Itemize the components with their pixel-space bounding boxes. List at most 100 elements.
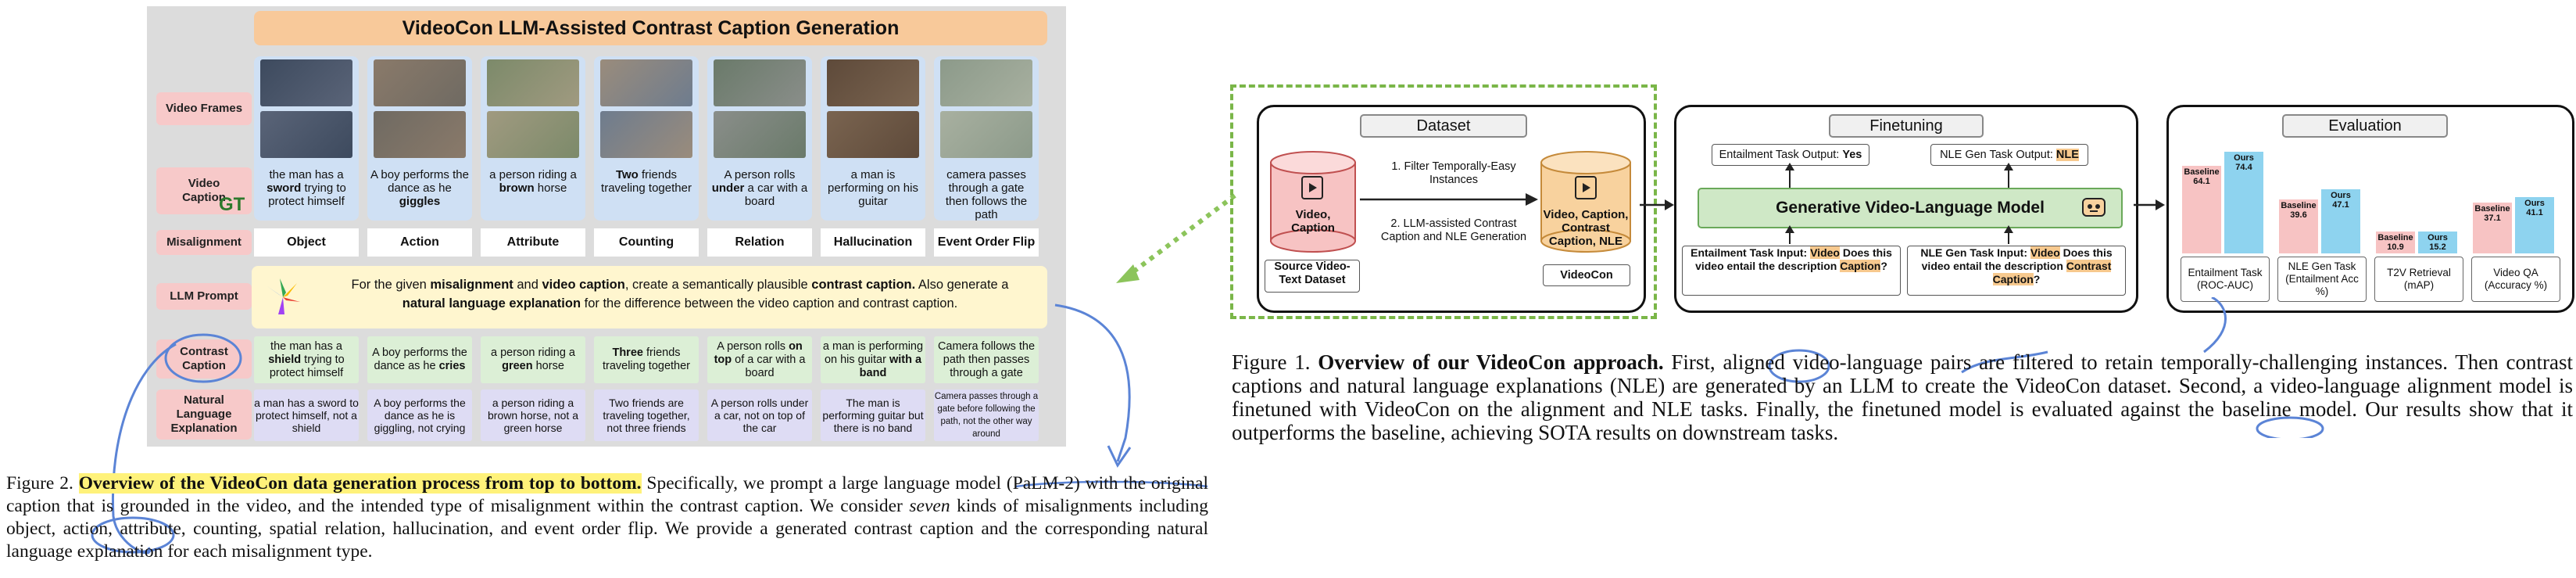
contrast-pre: A person rolls: [717, 339, 789, 353]
caption-column: the man has a sword trying to protect hi…: [254, 56, 359, 221]
caption-column: Two friends traveling together: [594, 56, 699, 221]
caption-column: A boy performs the dance as he giggles: [367, 56, 472, 221]
llm-b2: video caption: [542, 278, 625, 292]
cap1-body: First, aligned video-language pairs are …: [1232, 350, 2573, 444]
contrast-caption-cell: a person riding a green horse: [481, 336, 585, 383]
caption-pre: A boy performs the dance as he: [370, 168, 469, 195]
contrast-caption-cell: A person rolls on top of a car with a bo…: [707, 336, 812, 383]
contrast-post: horse: [532, 360, 564, 372]
in2-pre: NLE Gen Task Input:: [1920, 246, 2030, 259]
arrow-head-icon: [1107, 445, 1132, 468]
baseline-bar: [2279, 199, 2318, 253]
model-box: Generative Video-Language Model: [1698, 188, 2123, 228]
video-frame-thumbnail: [714, 59, 806, 106]
contrast-bold: Three: [612, 346, 643, 359]
video-frame-thumbnail: [374, 111, 466, 158]
arrow-to-finetuning: [1640, 199, 1674, 210]
baseline-value-label: Baseline 37.1: [2474, 204, 2510, 224]
caption-post: trying to protect himself: [268, 181, 346, 208]
caption-pre: camera passes through a gate then follow…: [945, 168, 1028, 221]
caption-pre: the man has a: [269, 168, 344, 181]
cap2-body2: kinds of misalignments including object,…: [6, 496, 1208, 562]
ours-bar: [2418, 232, 2457, 253]
in1-pre: Entailment Task Input:: [1690, 246, 1811, 259]
row-label-video-caption-1: Video: [188, 177, 220, 190]
misalignment-type: Counting: [594, 228, 699, 257]
video-caption-text: a person riding a brown horse: [484, 168, 582, 195]
row-label-nle: Natural Language Explanation: [156, 390, 252, 440]
nle-cell: The man is performing guitar but there i…: [821, 390, 925, 441]
video-caption-text: A person rolls under a car with a board: [710, 168, 809, 208]
ours-value-label: Ours 47.1: [2331, 190, 2351, 210]
video-caption-text: the man has a sword trying to protect hi…: [257, 168, 356, 208]
contrast-pre: the man has a: [270, 339, 342, 353]
cap2-italic: seven: [909, 496, 950, 516]
nle-output-label: NLE Gen Task Output:: [1940, 149, 2056, 161]
figure-2-title: VideoCon LLM-Assisted Contrast Caption G…: [254, 11, 1047, 45]
eval-task-label: NLE Gen Task (Entailment Acc %): [2277, 257, 2367, 302]
contrast-bold: shield: [268, 353, 302, 366]
output-arrows: [1785, 163, 2013, 188]
nle-input: NLE Gen Task Input: Video Does this vide…: [1907, 246, 2126, 296]
entailment-output: Entailment Task Output: Yes: [1712, 144, 1869, 166]
arrow-to-evaluation: [2134, 199, 2165, 210]
nle-cell: Two friends are traveling together, not …: [594, 390, 699, 441]
caption-bold: Two: [615, 168, 639, 181]
contrast-caption-text: a man is performing on his guitar with a…: [821, 340, 925, 380]
llm-b1: misalignment: [430, 278, 513, 292]
robot-icon: [2082, 198, 2106, 217]
contrast-caption-text: Three friends traveling together: [594, 346, 699, 373]
caption-bold: giggles: [399, 195, 441, 208]
video-frame-thumbnail: [940, 111, 1032, 158]
row-label-video-caption-2: Caption: [182, 191, 226, 204]
misalignment-type: Object: [254, 228, 359, 257]
in2-video: Video: [2030, 246, 2060, 259]
video-caption-text: camera passes through a gate then follow…: [937, 168, 1036, 221]
row-label-misalignment: Misalignment: [156, 230, 252, 255]
contrast-caption-text: a person riding a green horse: [481, 346, 585, 373]
caption-column: a person riding a brown horse: [481, 56, 585, 221]
contrast-caption-text: A boy performs the dance as he cries: [367, 346, 472, 373]
video-frame-thumbnail: [940, 59, 1032, 106]
annotation-arrow-right: [1054, 303, 1131, 462]
video-frame-thumbnail: [600, 59, 692, 106]
in2-mid: Does this video entail the description: [1921, 246, 2113, 272]
contrast-post: of a car with a board: [732, 353, 806, 379]
row-label-nle-3: Explanation: [170, 422, 238, 435]
source-cylinder-label: Video, Caption: [1291, 208, 1335, 235]
baseline-bar: [2473, 203, 2512, 253]
contrast-bold: on top: [714, 339, 803, 366]
llm-p4: Also generate a: [915, 278, 1009, 292]
step-1: 1. Filter Temporally-Easy Instances: [1391, 160, 1516, 186]
caption-pre: a person riding a: [489, 168, 577, 181]
nle-output: NLE Gen Task Output: NLE: [1930, 144, 2088, 166]
contrast-caption-cell: Three friends traveling together: [594, 336, 699, 383]
row-label-nle-2: Language: [176, 407, 232, 421]
contrast-caption-cell: A boy performs the dance as he cries: [367, 336, 472, 383]
ours-value-label: Ours 41.1: [2524, 199, 2545, 218]
caption-pre: a man is performing on his guitar: [828, 168, 918, 208]
contrast-pre: a man is performing on his guitar: [822, 339, 924, 366]
video-frame-thumbnail: [827, 111, 919, 158]
nle-cell: A boy performs the dance as he is giggli…: [367, 390, 472, 441]
row-label-video-frames: Video Frames: [156, 92, 252, 125]
video-caption-text: Two friends traveling together: [597, 168, 696, 195]
row-label-contrast-2: Caption: [182, 359, 226, 372]
contrast-post: friends traveling together: [602, 346, 691, 372]
baseline-value-label: Baseline 39.6: [2281, 200, 2317, 220]
cap2-body1: Specifically, we prompt a large language…: [6, 473, 1208, 516]
contrast-bold: cries: [438, 360, 466, 372]
contrast-post: trying to protect himself: [269, 353, 345, 379]
contrast-pre: Camera follows the path then passes thro…: [937, 339, 1036, 379]
input-arrows: [1785, 225, 2013, 244]
baseline-value-label: Baseline 10.9: [2377, 233, 2413, 252]
contrast-caption-text: the man has a shield trying to protect h…: [254, 340, 359, 380]
llm-b3: contrast caption.: [811, 278, 916, 292]
entailment-input: Entailment Task Input: Video Does this v…: [1682, 246, 1901, 296]
dataset-highlight-box: [1230, 84, 1657, 319]
gt-mark: GT: [219, 194, 245, 215]
contrast-caption-text: Camera follows the path then passes thro…: [934, 340, 1039, 380]
llm-prompt-text: For the given misalignment and video cap…: [328, 275, 1032, 313]
videocon-label: VideoCon: [1543, 264, 1630, 286]
dataset-arrow: [1360, 193, 1538, 206]
